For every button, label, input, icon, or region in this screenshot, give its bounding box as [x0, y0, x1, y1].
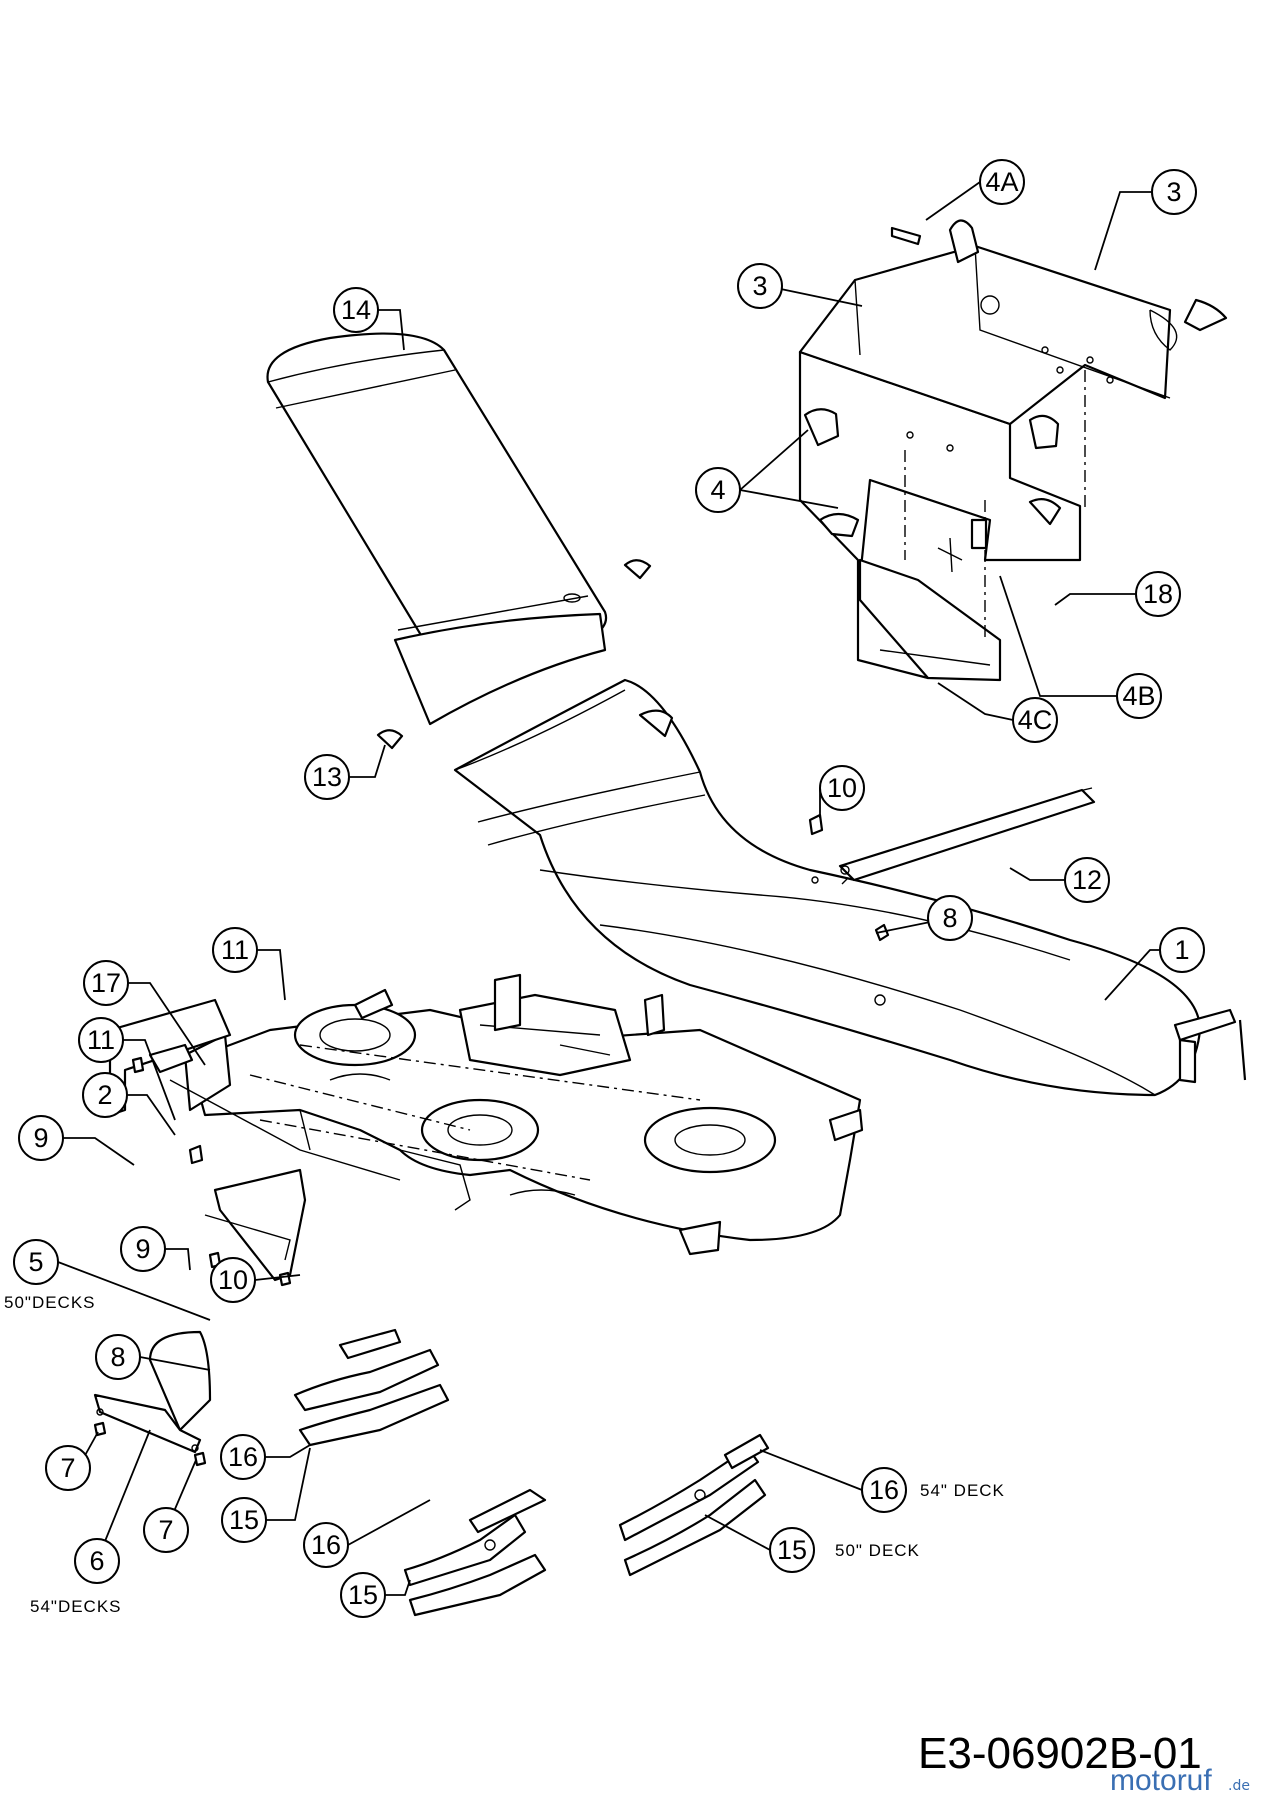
callout-10-deck: 10	[210, 1257, 256, 1303]
callout-15-upper: 15	[221, 1497, 267, 1543]
svg-text:4A: 4A	[985, 167, 1018, 197]
callout-15-middle: 15	[340, 1572, 386, 1618]
watermark-text: motoruf	[1110, 1764, 1212, 1797]
svg-text:7: 7	[158, 1515, 173, 1545]
watermark-suffix: .de	[1228, 1778, 1250, 1794]
callout-16-middle: 16	[303, 1522, 349, 1568]
callout-7-right: 7	[143, 1507, 189, 1553]
svg-text:15: 15	[348, 1580, 378, 1610]
mower-blades	[293, 1328, 770, 1617]
callout-12: 12	[1064, 857, 1110, 903]
callout-18: 18	[1135, 571, 1181, 617]
svg-text:15: 15	[777, 1535, 807, 1565]
svg-text:17: 17	[91, 968, 121, 998]
svg-text:13: 13	[312, 762, 342, 792]
note-50-decks: 50"DECKS	[4, 1293, 96, 1312]
callout-9-left: 9	[18, 1115, 64, 1161]
callout-8-deflector: 8	[95, 1334, 141, 1380]
mower-deck	[108, 973, 864, 1256]
svg-text:9: 9	[33, 1123, 48, 1153]
callout-16-upper: 16	[220, 1434, 266, 1480]
note-50-deck: 50" DECK	[835, 1541, 920, 1560]
callout-1: 1	[1159, 927, 1205, 973]
callout-7-left: 7	[45, 1445, 91, 1491]
callout-4b: 4B	[1116, 673, 1162, 719]
callout-15-right: 15	[769, 1527, 815, 1573]
callout-5: 5	[13, 1239, 59, 1285]
drawing-code: E3-06902B-01	[918, 1729, 1202, 1778]
svg-text:12: 12	[1072, 865, 1102, 895]
svg-text:8: 8	[942, 903, 957, 933]
svg-text:2: 2	[97, 1080, 112, 1110]
callout-13: 13	[304, 754, 350, 800]
svg-text:3: 3	[1166, 177, 1181, 207]
bagger-bracket-assembly	[798, 219, 1228, 682]
leader-lines	[57, 181, 1182, 1596]
svg-text:4C: 4C	[1018, 705, 1053, 735]
watermark: motoruf .de	[1110, 1764, 1250, 1797]
svg-text:6: 6	[89, 1546, 104, 1576]
svg-text:9: 9	[135, 1234, 150, 1264]
callout-10-strap: 10	[819, 765, 865, 811]
svg-text:4B: 4B	[1122, 681, 1155, 711]
callout-11-deck: 11	[212, 927, 258, 973]
callout-14: 14	[333, 287, 379, 333]
callout-17: 17	[83, 960, 129, 1006]
note-54-decks: 54"DECKS	[30, 1597, 122, 1616]
callout-16-right: 16	[861, 1467, 907, 1513]
callout-2: 2	[82, 1072, 128, 1118]
callout-3-bracket: 3	[1151, 169, 1197, 215]
callout-4c: 4C	[1012, 697, 1058, 743]
svg-text:11: 11	[87, 1025, 115, 1055]
callout-9-lower: 9	[120, 1226, 166, 1272]
svg-text:10: 10	[827, 773, 857, 803]
svg-text:16: 16	[869, 1475, 899, 1505]
svg-text:14: 14	[341, 295, 371, 325]
svg-text:10: 10	[218, 1265, 248, 1295]
deflector-parts	[93, 1168, 307, 1454]
svg-text:11: 11	[221, 935, 249, 965]
svg-text:5: 5	[28, 1247, 43, 1277]
svg-text:4: 4	[710, 475, 725, 505]
callout-4: 4	[695, 467, 741, 513]
note-54-deck: 54" DECK	[920, 1481, 1005, 1500]
svg-text:16: 16	[311, 1530, 341, 1560]
callout-8-chute: 8	[927, 895, 973, 941]
callout-3-bracket-left: 3	[737, 263, 783, 309]
svg-text:8: 8	[110, 1342, 125, 1372]
svg-text:7: 7	[60, 1453, 75, 1483]
svg-text:3: 3	[752, 271, 767, 301]
svg-text:18: 18	[1143, 579, 1173, 609]
lower-discharge-chute	[453, 678, 1247, 1097]
callout-6: 6	[74, 1538, 120, 1584]
svg-text:15: 15	[229, 1505, 259, 1535]
upper-chute-tube	[266, 332, 608, 726]
callout-11-bracket: 11	[78, 1017, 124, 1063]
svg-text:1: 1	[1174, 935, 1189, 965]
callout-4a: 4A	[979, 159, 1025, 205]
small-hardware	[93, 559, 890, 1467]
svg-text:16: 16	[228, 1442, 258, 1472]
chute-strap	[838, 787, 1096, 885]
